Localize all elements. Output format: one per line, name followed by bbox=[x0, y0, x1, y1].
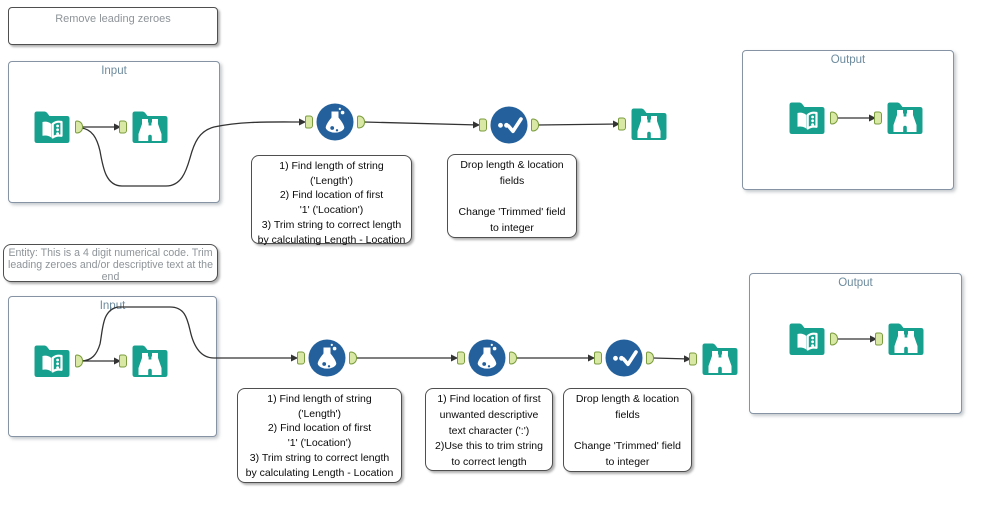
container-label: Output bbox=[838, 277, 873, 289]
flask-icon bbox=[316, 103, 354, 141]
binoculars-icon bbox=[888, 323, 924, 355]
checkmark-icon bbox=[490, 106, 528, 144]
input-anchor[interactable] bbox=[479, 118, 487, 132]
input-data-tool[interactable] bbox=[787, 98, 838, 138]
output-anchor[interactable] bbox=[357, 115, 365, 129]
binoculars-icon bbox=[887, 102, 923, 134]
input-data-tool[interactable] bbox=[787, 319, 838, 359]
flask-icon bbox=[468, 339, 506, 377]
output-anchor[interactable] bbox=[830, 111, 838, 125]
output-anchor[interactable] bbox=[509, 351, 517, 365]
output-anchor[interactable] bbox=[646, 351, 654, 365]
browse-tool[interactable] bbox=[875, 319, 926, 359]
book-icon bbox=[789, 102, 825, 134]
browse-tool[interactable] bbox=[119, 341, 170, 381]
input-anchor[interactable] bbox=[689, 352, 697, 366]
wire-formula1-select1 bbox=[363, 121, 481, 129]
annotation-trim-steps-bottom[interactable]: 1) Find length of string ('Length') 2) F… bbox=[237, 388, 402, 483]
container-label: Input bbox=[101, 65, 127, 77]
annotation-text: 1) Find length of string ('Length') 2) F… bbox=[245, 393, 394, 479]
annotation-descriptive-trim-bottom[interactable]: 1) Find location of first unwanted descr… bbox=[425, 388, 553, 471]
binoculars-icon bbox=[702, 343, 738, 375]
input-anchor[interactable] bbox=[119, 354, 127, 368]
comment-entity-description[interactable]: Entity: This is a 4 digit numerical code… bbox=[3, 244, 218, 284]
comment-text: Remove leading zeroes bbox=[55, 13, 171, 25]
checkmark-icon bbox=[605, 339, 643, 377]
output-anchor[interactable] bbox=[75, 120, 83, 134]
input-data-tool[interactable] bbox=[32, 341, 83, 381]
flask-icon bbox=[308, 339, 346, 377]
input-anchor[interactable] bbox=[305, 115, 313, 129]
wire-input2-to-formula2 bbox=[80, 306, 299, 362]
binoculars-icon bbox=[631, 108, 667, 140]
binoculars-icon bbox=[132, 345, 168, 377]
container-output-bottom[interactable]: Output bbox=[749, 273, 962, 414]
wire-select2-browse bbox=[652, 355, 692, 363]
input-data-tool[interactable] bbox=[32, 107, 83, 147]
annotation-text: 1) Find length of string ('Length') 2) F… bbox=[257, 160, 406, 246]
browse-tool[interactable] bbox=[618, 104, 669, 144]
container-label: Output bbox=[830, 54, 866, 66]
output-anchor[interactable] bbox=[349, 351, 357, 365]
browse-tool[interactable] bbox=[689, 339, 740, 379]
annotation-text: 1) Find location of first unwanted descr… bbox=[435, 393, 543, 469]
input-anchor[interactable] bbox=[457, 351, 465, 365]
annotation-trim-steps-top[interactable]: 1) Find length of string ('Length') 2) F… bbox=[251, 155, 412, 246]
input-anchor[interactable] bbox=[875, 332, 883, 346]
container-label: Input bbox=[99, 300, 126, 312]
browse-tool[interactable] bbox=[119, 107, 170, 147]
wire-input1-to-formula1 bbox=[80, 118, 307, 187]
annotation-drop-fields-bottom[interactable]: Drop length & location fields Change 'Tr… bbox=[563, 388, 692, 472]
binoculars-icon bbox=[132, 111, 168, 143]
book-icon bbox=[34, 345, 70, 377]
input-anchor[interactable] bbox=[618, 117, 626, 131]
formula-tool[interactable] bbox=[305, 103, 365, 141]
input-anchor[interactable] bbox=[119, 120, 127, 134]
formula-tool[interactable] bbox=[297, 339, 357, 377]
input-anchor[interactable] bbox=[297, 351, 305, 365]
book-icon bbox=[789, 323, 825, 355]
comment-text: Entity: This is a 4 digit numerical code… bbox=[8, 247, 213, 284]
annotation-text: Drop length & location fields Change 'Tr… bbox=[458, 159, 566, 235]
input-anchor[interactable] bbox=[594, 351, 602, 365]
output-anchor[interactable] bbox=[75, 354, 83, 368]
input-anchor[interactable] bbox=[874, 111, 882, 125]
annotation-text: Drop length & location fields Change 'Tr… bbox=[574, 393, 681, 469]
select-tool[interactable] bbox=[479, 106, 539, 144]
output-anchor[interactable] bbox=[531, 118, 539, 132]
book-icon bbox=[34, 111, 70, 143]
browse-tool[interactable] bbox=[874, 98, 925, 138]
annotation-drop-fields-top[interactable]: Drop length & location fields Change 'Tr… bbox=[447, 154, 577, 238]
select-tool[interactable] bbox=[594, 339, 654, 377]
output-anchor[interactable] bbox=[830, 332, 838, 346]
formula-tool[interactable] bbox=[457, 339, 517, 377]
wire-select1-browse bbox=[537, 120, 621, 128]
comment-remove-leading-zeroes[interactable]: Remove leading zeroes bbox=[8, 7, 218, 45]
